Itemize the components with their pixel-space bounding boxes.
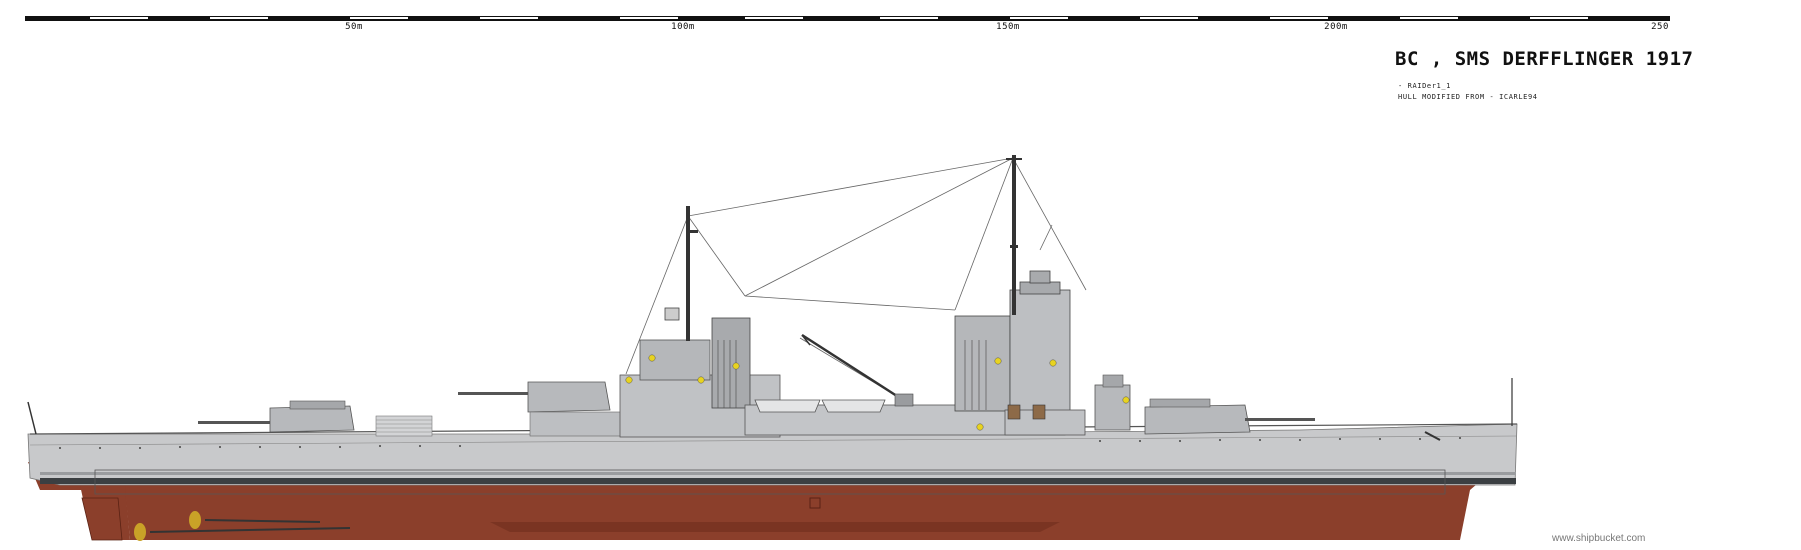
scale-label-250: 250 — [1651, 22, 1669, 32]
hull-credit: HULL MODIFIED FROM - ICARLE94 — [1398, 93, 1538, 101]
scale-label-50m: 50m — [345, 22, 363, 32]
aft-turrets — [198, 381, 631, 437]
watermark: www.shipbucket.com — [1552, 533, 1646, 544]
scale-label-150m: 150m — [996, 22, 1020, 32]
scale-label-200m: 200m — [1324, 22, 1348, 32]
ship-title: BC , SMS DERFFLINGER 1917 — [1395, 48, 1694, 70]
propellers — [81, 497, 351, 541]
fwd-superstructure — [954, 155, 1086, 436]
searchlights — [625, 354, 1130, 431]
scale-label-100m: 100m — [671, 22, 695, 32]
hull — [27, 378, 1518, 540]
rigging — [625, 157, 1087, 399]
author-credit: - RAIDer1_1 — [1398, 82, 1451, 90]
scale-bar — [25, 16, 1670, 21]
fwd-turrets — [1094, 374, 1441, 441]
